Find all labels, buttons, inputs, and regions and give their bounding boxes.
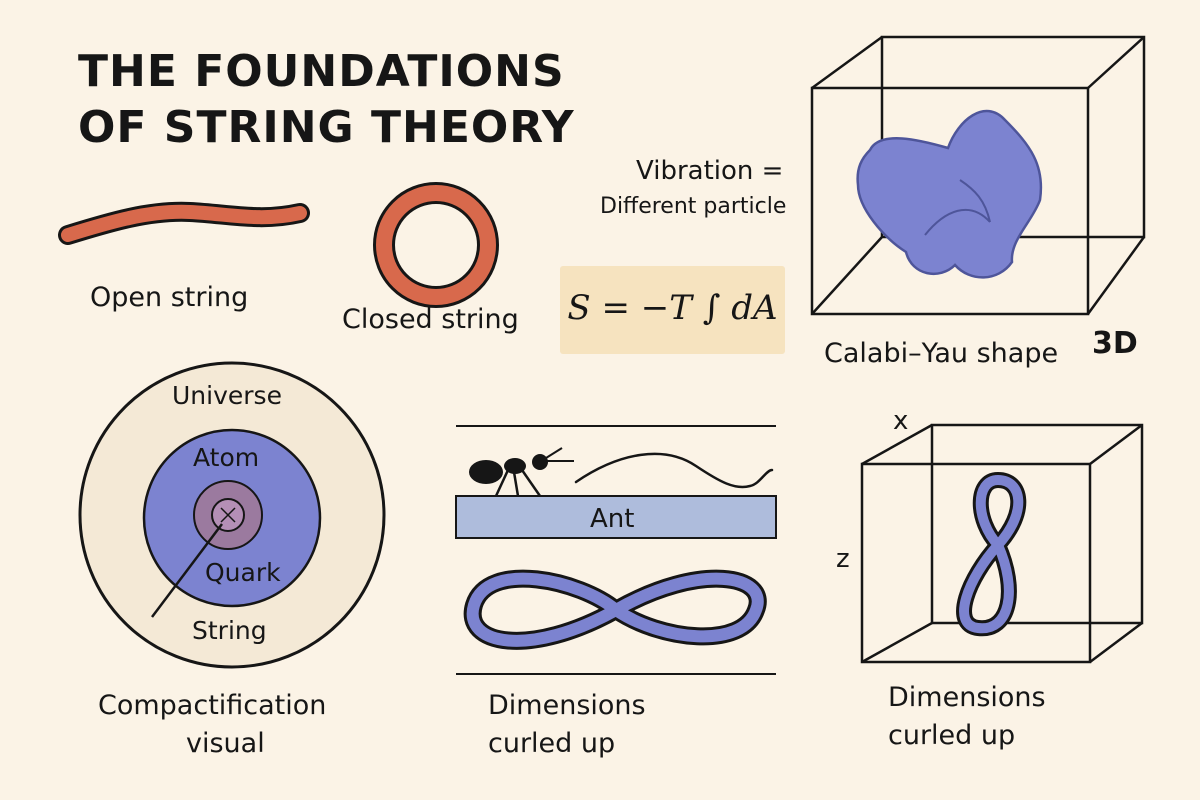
axis-z-label: z <box>836 544 850 574</box>
equation-box: S = −T ∫ dA <box>560 266 785 354</box>
quark-label: Quark <box>205 558 281 587</box>
vibration-label-2: Different particle <box>600 194 787 219</box>
universe-label: Universe <box>172 381 282 410</box>
wave-line <box>574 452 774 489</box>
atom-label: Atom <box>193 443 260 472</box>
dimension-cube <box>860 423 1144 664</box>
axis-x-label: x <box>893 406 909 436</box>
title-line-1: THE FOUNDATIONS <box>78 46 565 97</box>
ant-band <box>455 495 777 539</box>
title-line-2: OF STRING THEORY <box>78 102 575 153</box>
compactification-caption-2: visual <box>186 728 265 759</box>
ant-caption-1: Dimensions <box>488 690 646 721</box>
ant-band-label: Ant <box>590 504 635 534</box>
string-pointer-line <box>151 523 223 618</box>
cube-caption-2: curled up <box>888 720 1016 751</box>
compactification-caption-1: Compactification <box>98 690 327 721</box>
calabi-yau-shape <box>856 109 1043 279</box>
string-label: String <box>192 616 267 645</box>
open-string-label: Open string <box>90 282 249 313</box>
calabi-yau-label: Calabi–Yau shape <box>824 338 1059 369</box>
closed-string-label: Closed string <box>342 304 519 335</box>
ant-caption-2: curled up <box>488 728 616 759</box>
action-equation: S = −T ∫ dA <box>567 288 778 328</box>
cube-caption-1: Dimensions <box>888 682 1046 713</box>
vibration-label-1: Vibration = <box>636 156 784 186</box>
calabi-yau-cube <box>810 35 1146 316</box>
three-d-tag: 3D <box>1092 326 1138 361</box>
page-title: THE FOUNDATIONS OF STRING THEORY <box>78 44 638 156</box>
ant-icon <box>469 447 574 497</box>
